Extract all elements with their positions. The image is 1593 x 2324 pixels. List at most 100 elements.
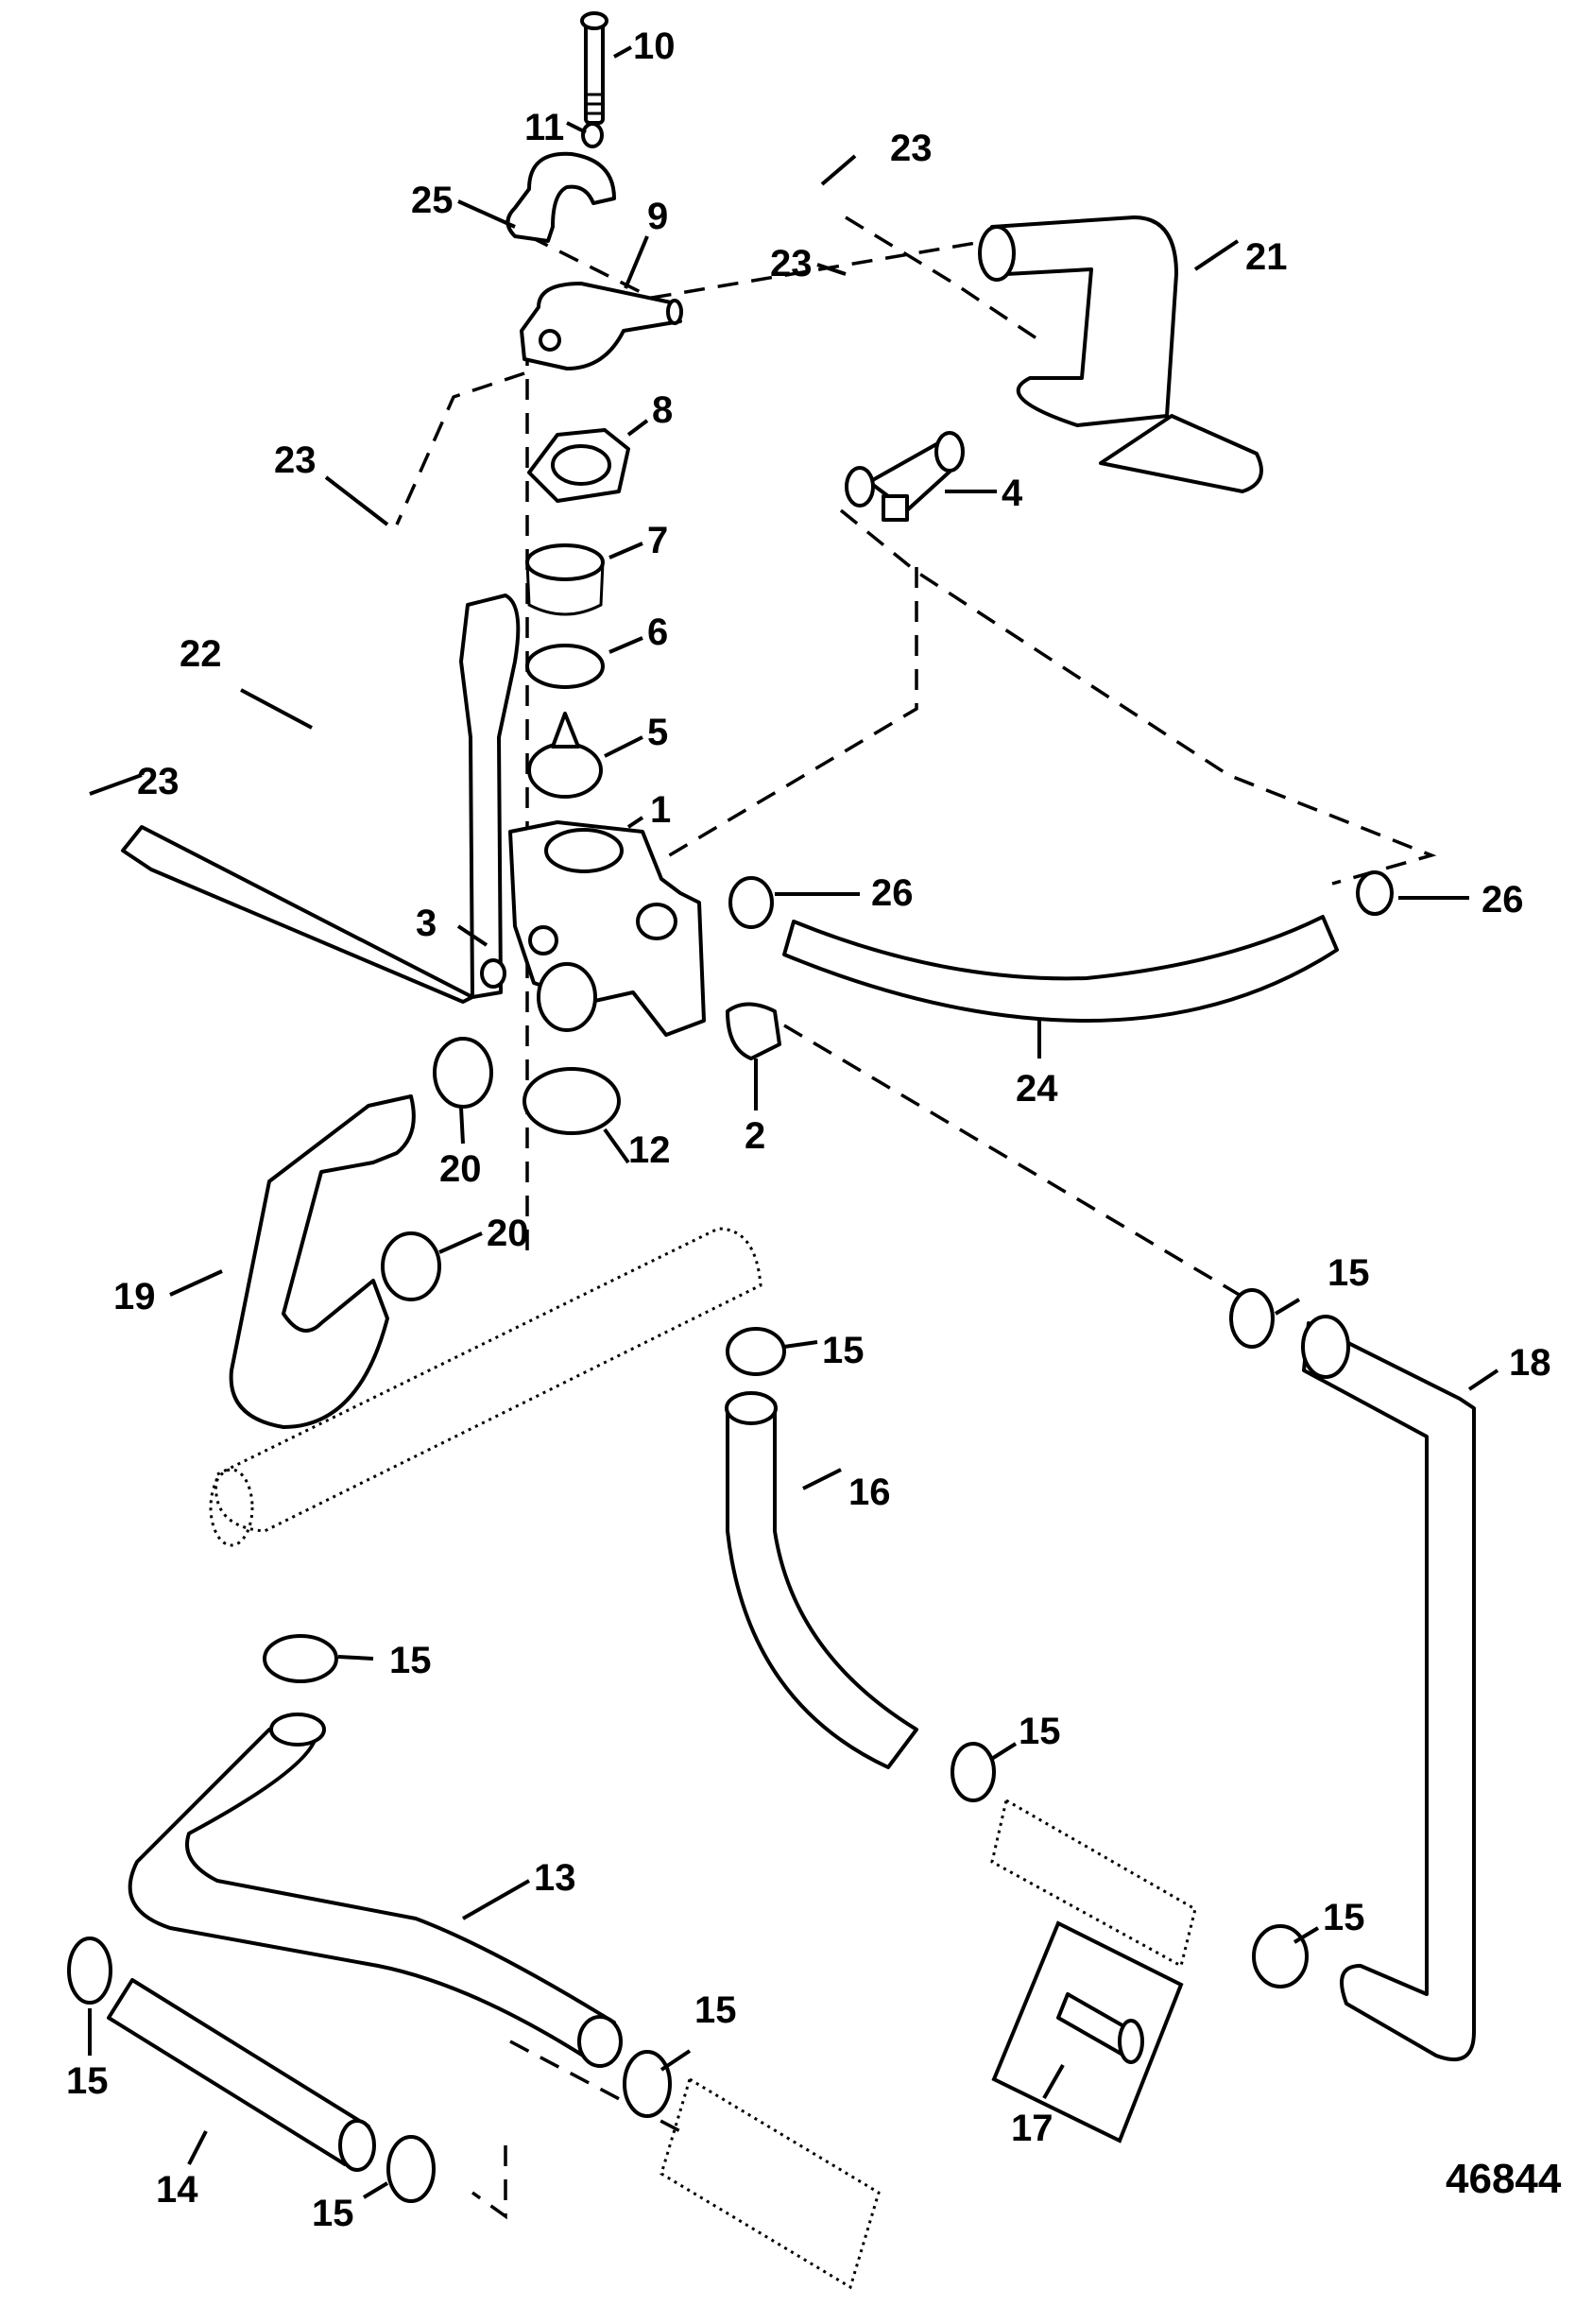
part-washer[interactable] [581, 122, 604, 148]
leader-11 [566, 121, 587, 134]
leader-1 [626, 816, 644, 829]
part-gasket-lower[interactable] [522, 1067, 621, 1135]
part-thermostat-housing[interactable] [508, 820, 706, 1037]
leader-15c [337, 1655, 374, 1661]
part-hose-14[interactable] [107, 1978, 376, 2172]
callout-15: 15 [1328, 1252, 1370, 1294]
leader-15a [1274, 1298, 1301, 1316]
part-fitting-dashed [990, 1798, 1197, 1969]
callout-23: 23 [890, 128, 933, 169]
leader-21 [1193, 239, 1240, 271]
leader-16 [802, 1468, 842, 1490]
leader-15d [988, 1742, 1018, 1762]
part-clamp-20-lower[interactable] [381, 1231, 441, 1301]
part-clamp-15-manifold[interactable] [263, 1634, 338, 1683]
leader-23b [816, 263, 847, 276]
callout-18: 18 [1509, 1342, 1551, 1384]
part-clamp-26-right[interactable] [1356, 870, 1394, 916]
leader-12 [603, 1128, 630, 1164]
part-hose-13[interactable] [128, 1713, 623, 2068]
part-clamp-20-upper[interactable] [433, 1037, 493, 1109]
part-clamp-15-right-upper[interactable] [1229, 1288, 1275, 1349]
callout-11: 11 [524, 107, 564, 148]
leader-7 [608, 542, 643, 559]
callout-5: 5 [647, 712, 668, 753]
part-thermostat-cover[interactable] [520, 282, 683, 370]
leader-15h [362, 2181, 389, 2199]
callout-13: 13 [534, 1857, 576, 1899]
part-hose-left-upper[interactable] [121, 594, 521, 1004]
part-hose-upper-right[interactable] [978, 215, 1263, 493]
part-fitting[interactable] [726, 1002, 781, 1060]
callout-14: 14 [156, 2169, 198, 2211]
part-lifting-bracket[interactable] [505, 151, 616, 243]
callout-9: 9 [647, 196, 668, 237]
part-clamp-15-mid-right[interactable] [951, 1742, 996, 1802]
callout-23: 23 [770, 243, 813, 284]
part-gasket-upper[interactable] [527, 428, 630, 503]
callout-12: 12 [628, 1129, 671, 1171]
leader-10 [613, 45, 632, 59]
leader-lines [88, 45, 1499, 2199]
assembly-lines [395, 215, 1437, 2220]
assembly-line [471, 2145, 507, 2220]
part-hose-elbow[interactable] [229, 1094, 416, 1429]
part-hose-curved[interactable] [782, 915, 1339, 1023]
leader-22 [240, 688, 313, 730]
callout-15: 15 [1323, 1897, 1365, 1938]
part-clamp-26-left[interactable] [728, 876, 774, 929]
part-manifold[interactable] [209, 1227, 762, 1547]
leader-18 [1467, 1369, 1499, 1391]
leader-15b [783, 1340, 818, 1349]
part-seal[interactable] [525, 543, 605, 616]
callout-7: 7 [647, 520, 668, 561]
callout-15: 15 [312, 2193, 354, 2234]
callout-24: 24 [1016, 1068, 1058, 1110]
callout-4: 4 [1002, 473, 1023, 514]
callout-15: 15 [822, 1330, 865, 1371]
callout-2: 2 [745, 1115, 765, 1157]
assembly-line [845, 215, 1040, 342]
callout-15: 15 [389, 1640, 432, 1681]
leader-13 [462, 1879, 530, 1920]
assembly-line [660, 567, 918, 862]
part-clamp-15-lower-mid[interactable] [623, 2050, 672, 2118]
part-pump-dashed [659, 2076, 881, 2290]
callout-6: 6 [647, 611, 668, 653]
part-clamp-15-upper-mid[interactable] [726, 1327, 786, 1376]
callout-19: 19 [113, 1276, 156, 1317]
part-hose-16[interactable] [725, 1391, 918, 1769]
callout-20: 20 [439, 1148, 482, 1190]
part-tee-fitting[interactable] [845, 431, 965, 522]
part-clamp-15-bottom[interactable] [386, 2135, 436, 2203]
callout-17: 17 [1011, 2108, 1053, 2149]
leader-23d [89, 773, 143, 796]
callout-15: 15 [694, 1989, 737, 2031]
leader-23a [820, 154, 857, 186]
callout-3: 3 [416, 903, 437, 944]
leader-15f [659, 2049, 692, 2072]
callout-1: 1 [650, 789, 671, 831]
part-o-ring[interactable] [525, 644, 605, 689]
part-thermostat[interactable] [527, 712, 603, 799]
leader-5 [604, 735, 643, 758]
part-plug[interactable] [480, 958, 506, 989]
part-clamp-15-far-left[interactable] [67, 1937, 112, 2005]
assembly-line [783, 1024, 1248, 1301]
callout-26: 26 [1482, 879, 1524, 921]
part-bolt[interactable] [580, 11, 608, 125]
callout-23: 23 [137, 761, 180, 802]
leader-14 [187, 2130, 208, 2165]
assembly-line [395, 371, 525, 525]
callout-10: 10 [633, 26, 676, 67]
callout-16: 16 [848, 1472, 891, 1513]
part-hose-kit-box[interactable] [991, 1920, 1184, 2143]
leader-20a [459, 1107, 465, 1145]
leader-19 [169, 1269, 223, 1297]
callout-21: 21 [1245, 236, 1288, 278]
part-clamp-15-lower-right[interactable] [1252, 1924, 1309, 1988]
callout-22: 22 [180, 633, 222, 675]
leader-25 [457, 199, 516, 229]
part-hose-18[interactable] [1301, 1315, 1476, 2061]
